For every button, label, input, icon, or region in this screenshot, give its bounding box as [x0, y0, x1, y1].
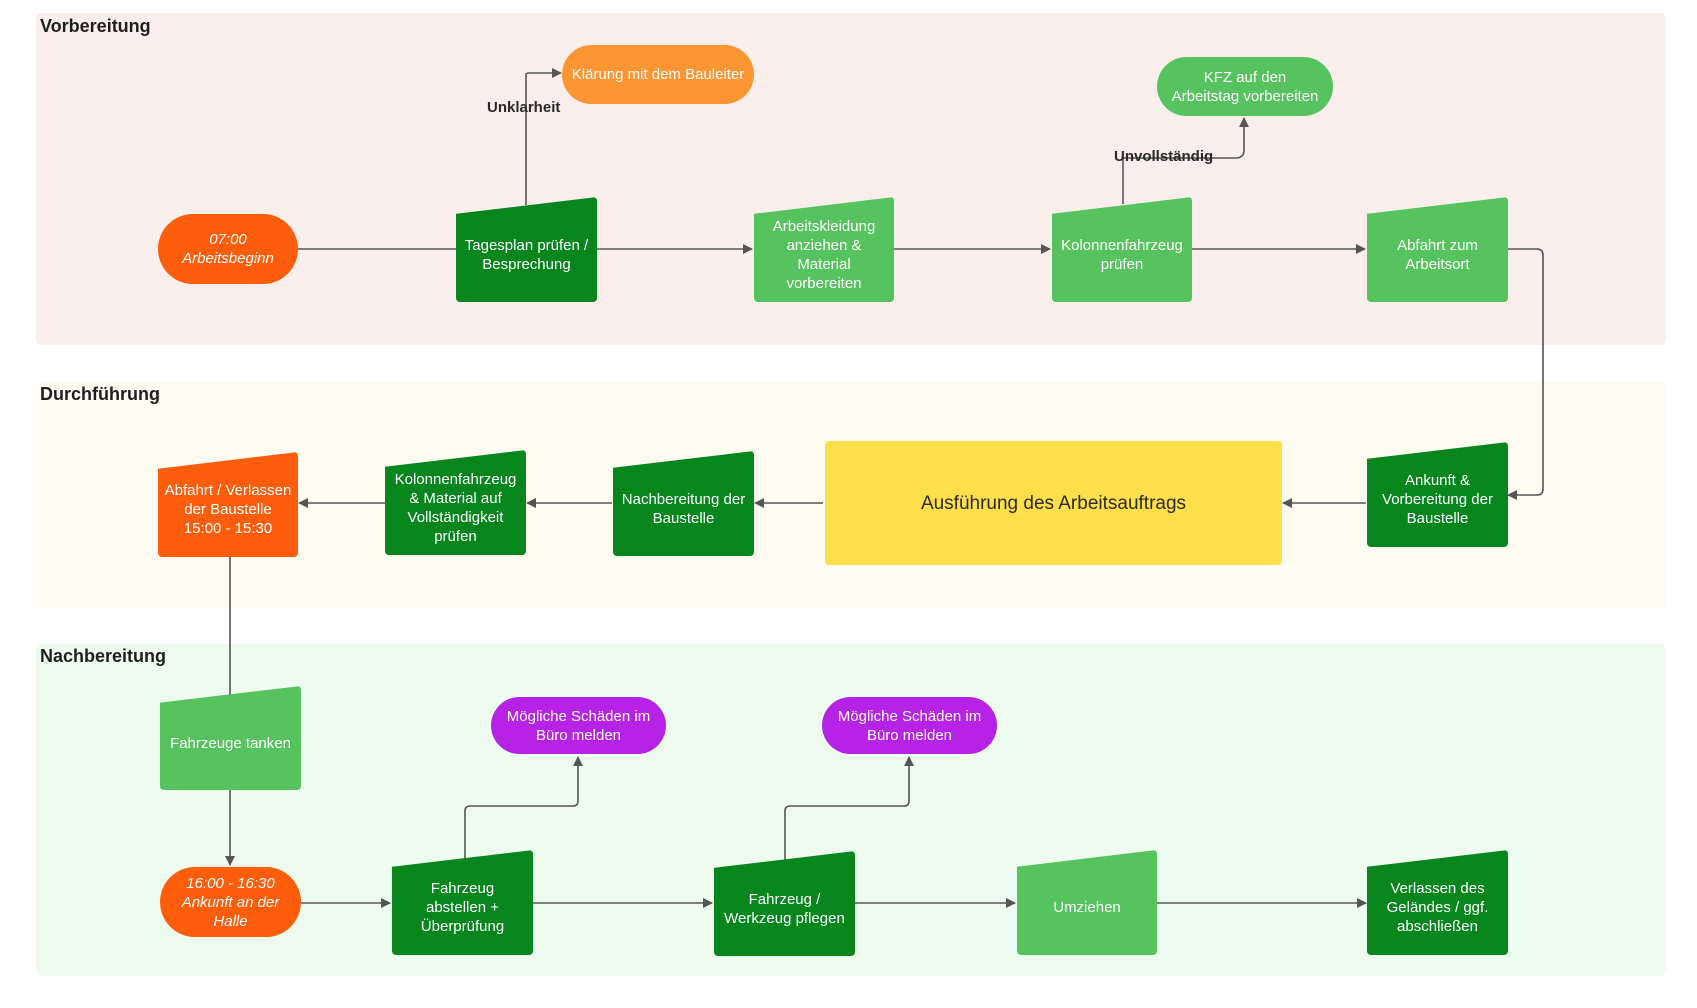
edge-label-unvollstaendig: Unvollständig	[1114, 148, 1214, 165]
node-kleidung[interactable]: Arbeitskleidung anziehen & Material vorb…	[754, 197, 894, 302]
edge-abfahrt-ankunft	[1507, 248, 1544, 500]
node-kfz-vorbereiten[interactable]: KFZ auf den Arbeitstag vorbereiten	[1157, 57, 1333, 116]
node-abfahrt-arbeitsort[interactable]: Abfahrt zum Arbeitsort	[1367, 197, 1508, 302]
node-umziehen[interactable]: Umziehen	[1017, 850, 1157, 955]
node-schaeden-melden-1[interactable]: Mögliche Schäden im Büro melden	[491, 697, 666, 754]
node-klaerung[interactable]: Klärung mit dem Bauleiter	[562, 45, 754, 104]
node-arbeitsbeginn[interactable]: 07:00 Arbeitsbeginn	[158, 214, 298, 284]
edge-abstellen-schaeden1	[464, 756, 583, 860]
lane-title-nachbereitung: Nachbereitung	[40, 646, 167, 666]
node-kolonnenfahrzeug-material[interactable]: Kolonnenfahrzeug & Material auf Vollstän…	[385, 450, 526, 555]
node-schaeden-melden-2[interactable]: Mögliche Schäden im Büro melden	[822, 697, 997, 754]
node-abfahrt-verlassen[interactable]: Abfahrt / Verlassen der Baustelle 15:00 …	[158, 452, 298, 557]
node-ankunft-baustelle[interactable]: Ankunft & Vorbereitung der Baustelle	[1367, 442, 1508, 547]
lane-title-durchfuehrung: Durchführung	[40, 384, 160, 404]
edge-label-unklarheit: Unklarheit	[487, 99, 561, 116]
node-fahrzeuge-tanken[interactable]: Fahrzeuge tanken	[160, 686, 301, 790]
node-ankunft-halle[interactable]: 16:00 - 16:30 Ankunft an der Halle	[160, 867, 301, 937]
node-verlassen-gelaende[interactable]: Verlassen des Geländes / ggf. abschließe…	[1367, 850, 1508, 955]
node-kolonnenfahrzeug-pruefen[interactable]: Kolonnenfahrzeug prüfen	[1052, 197, 1192, 302]
node-ausfuehrung[interactable]: Ausführung des Arbeitsauftrags	[825, 441, 1282, 565]
node-fahrzeug-abstellen[interactable]: Fahrzeug abstellen + Überprüfung	[392, 850, 533, 955]
lane-title-vorbereitung: Vorbereitung	[40, 16, 151, 36]
edge-kolonne-kfz	[1122, 117, 1249, 204]
edge-pflegen-schaeden2	[784, 756, 914, 860]
edge-tagesplan-klaerung	[525, 68, 562, 205]
node-nachbereitung-baustelle[interactable]: Nachbereitung der Baustelle	[613, 451, 754, 556]
node-tagesplan[interactable]: Tagesplan prüfen / Besprechung	[456, 197, 597, 302]
node-fahrzeug-pflegen[interactable]: Fahrzeug / Werkzeug pflegen	[714, 851, 855, 956]
